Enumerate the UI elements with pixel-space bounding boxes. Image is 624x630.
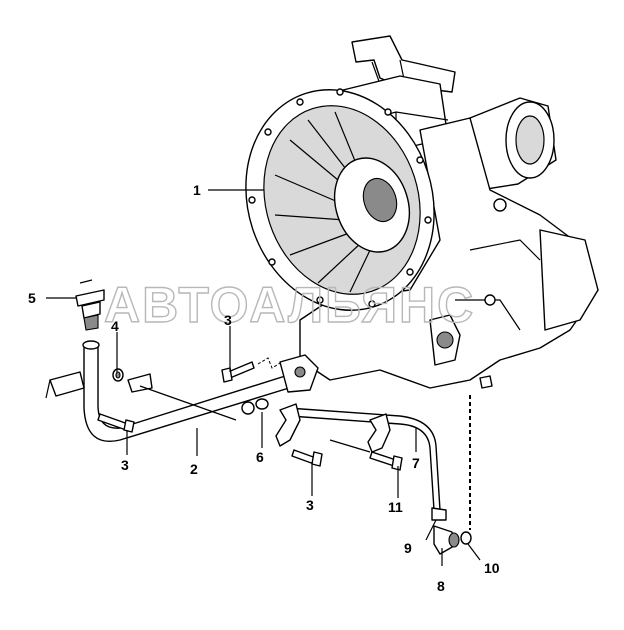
flange-bolts: [248, 88, 432, 308]
elbow-fitting: [431, 507, 460, 555]
callout-1: 1: [193, 182, 201, 198]
bolt-left: [97, 413, 135, 433]
callout-labels: 1 5 4 3 3 2 6 3 7 11 9 10 8: [28, 182, 500, 594]
callout-2: 2: [190, 461, 198, 477]
callout-3-bottom: 3: [306, 497, 314, 513]
callout-3-left: 3: [121, 457, 129, 473]
banjo-fitting: [241, 398, 269, 415]
breather-cap: [75, 279, 105, 331]
callout-7: 7: [412, 455, 420, 471]
callout-10: 10: [484, 560, 500, 576]
leader-lines: [46, 189, 481, 566]
callout-5: 5: [28, 290, 36, 306]
callout-8: 8: [437, 578, 445, 594]
bolt-11: [369, 451, 403, 471]
bolt-middle: [221, 361, 255, 383]
callout-11: 11: [388, 499, 403, 515]
bell-housing-ribs: [274, 111, 373, 293]
transmission-housing: [245, 35, 599, 389]
callout-4: 4: [111, 318, 119, 334]
callout-9: 9: [404, 540, 412, 556]
assembly-guide-lines: [257, 357, 471, 530]
callout-6: 6: [256, 449, 264, 465]
sealing-washer: [460, 531, 472, 545]
washer: [112, 368, 124, 382]
callout-3-middle: 3: [224, 312, 232, 328]
watermark-text: АВТОАЛЬЯНС: [104, 277, 475, 333]
bolt-bottom: [291, 449, 323, 467]
oil-pipe-assembly: [45, 340, 319, 442]
